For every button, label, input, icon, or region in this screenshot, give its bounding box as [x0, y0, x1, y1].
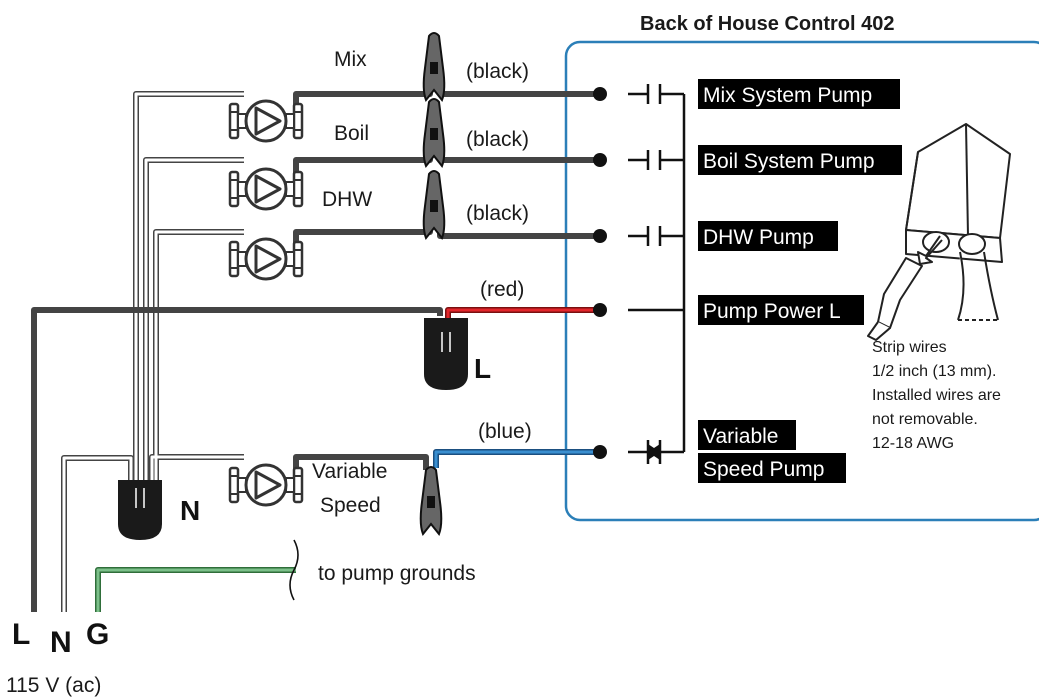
- supply-label-l: L: [12, 618, 30, 651]
- wire-break-symbol: [289, 539, 299, 601]
- line-connector-icon: [424, 318, 468, 390]
- supply-voltage: 115 V (ac): [6, 674, 101, 697]
- boil-wirenut-icon: [422, 98, 446, 167]
- ground-wire: [95, 567, 296, 612]
- pump-label-variable: Variable: [312, 460, 388, 483]
- supply-label-g: G: [86, 618, 109, 651]
- connector-label-l: L: [474, 353, 491, 384]
- boil-pump-icon: [228, 167, 304, 211]
- pump-label-mix: Mix: [334, 48, 367, 71]
- triac-symbol: [646, 440, 662, 464]
- connector-label-n: N: [180, 495, 200, 526]
- strip-note-line5: 12-18 AWG: [872, 435, 954, 452]
- label-boil-system-pump: Boil System Pump: [703, 150, 875, 173]
- line-wire: [31, 307, 443, 612]
- mix-wirenut-icon: [422, 32, 446, 101]
- supply-label-n: N: [50, 626, 72, 659]
- variable-wirenut-icon: [419, 466, 443, 535]
- terminal-labels: Mix System Pump Boil System Pump DHW Pum…: [698, 79, 902, 483]
- terminal-dots: [593, 87, 607, 459]
- strip-note-line2: 1/2 inch (13 mm).: [872, 363, 996, 380]
- wire-label-power: (red): [480, 278, 524, 301]
- label-speed-pump: Speed Pump: [703, 458, 824, 481]
- ground-note: to pump grounds: [318, 562, 476, 585]
- label-pump-power-l: Pump Power L: [703, 300, 841, 323]
- label-mix-system-pump: Mix System Pump: [703, 84, 872, 107]
- strip-note-line3: Installed wires are: [872, 387, 1001, 404]
- strip-note-line1: Strip wires: [872, 339, 947, 356]
- terminal-block-icon: [867, 123, 1011, 341]
- pump-label-dhw: DHW: [322, 188, 372, 211]
- wire-label-mix: (black): [466, 60, 529, 83]
- wire-label-variable: (blue): [478, 420, 532, 443]
- label-dhw-pump: DHW Pump: [703, 226, 814, 249]
- relay-contacts: [628, 84, 686, 454]
- wire-label-dhw: (black): [466, 202, 529, 225]
- dhw-wirenut-icon: [422, 170, 446, 239]
- pump-label-speed: Speed: [320, 494, 381, 517]
- mix-pump-icon: [228, 99, 304, 143]
- strip-note-line4: not removable.: [872, 411, 978, 428]
- control-box: [564, 40, 1039, 522]
- label-variable-line1: Variable: [703, 425, 779, 448]
- variable-pump-icon: [228, 463, 304, 507]
- dhw-pump-icon: [228, 237, 304, 281]
- pump-hot-wires: [293, 88, 433, 470]
- neutral-connector-icon: [118, 480, 162, 540]
- blue-wire: [433, 449, 600, 468]
- wire-label-boil: (black): [466, 128, 529, 151]
- control-title: Back of House Control 402: [640, 13, 895, 35]
- pump-label-boil: Boil: [334, 122, 369, 145]
